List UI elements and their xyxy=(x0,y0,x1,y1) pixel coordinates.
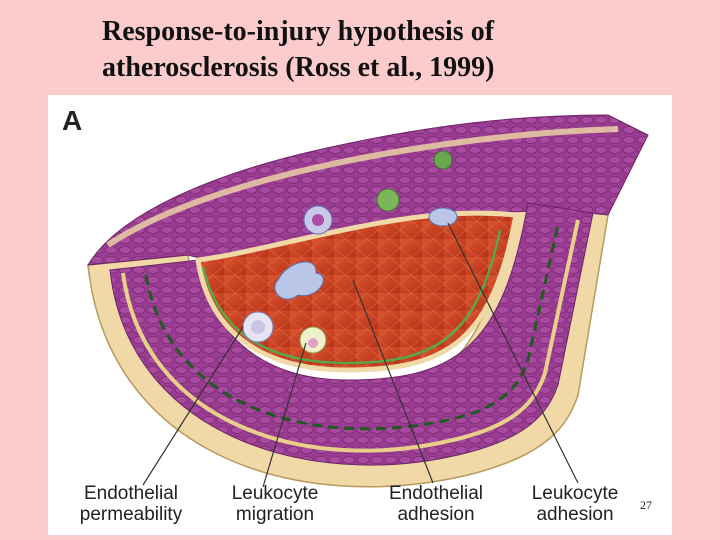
panel-letter: A xyxy=(62,105,83,136)
label-line: permeability xyxy=(79,504,183,525)
label-line: Endothelial xyxy=(83,483,179,504)
leukocyte-floating-2 xyxy=(376,188,400,212)
slide-title: Response-to-injury hypothesis of atheros… xyxy=(60,14,640,86)
media-layer xyxy=(109,202,594,466)
label-leukocyte-migration: Leukocyte migration xyxy=(210,483,340,525)
leukocyte-adhesion-cell xyxy=(428,207,458,227)
label-line: Leukocyte xyxy=(531,483,619,504)
label-line: Leukocyte xyxy=(231,483,319,504)
leukocyte-migration-cell xyxy=(242,311,274,343)
slide-title-line-1: Response-to-injury hypothesis of xyxy=(102,16,495,47)
label-line: Endothelial xyxy=(388,483,484,504)
pointer-endothelial-permeability xyxy=(142,326,244,486)
page-number: 27 xyxy=(640,498,652,512)
elastic-lamina xyxy=(144,224,560,431)
label-endothelial-adhesion: Endothelial adhesion xyxy=(366,483,506,525)
pointer-endothelial-adhesion xyxy=(352,279,434,484)
label-line: adhesion xyxy=(397,504,475,525)
slide-title-line-2: atherosclerosis (Ross et al., 1999) xyxy=(102,52,495,83)
artery-illustration: A Endothelial permeability Leukocyte mig… xyxy=(48,95,672,535)
pointer-leukocyte-migration xyxy=(262,342,307,488)
artery-drawing xyxy=(87,114,649,488)
leukocyte-floating-3 xyxy=(303,205,333,235)
label-leukocyte-adhesion: Leukocyte adhesion xyxy=(510,483,640,525)
monocyte-rolling xyxy=(274,261,324,300)
leukocyte-floating-1 xyxy=(433,150,453,170)
label-line: adhesion xyxy=(536,504,614,525)
endothelial-adhesion-cell xyxy=(299,326,327,354)
pointer-leukocyte-adhesion xyxy=(447,222,579,484)
label-endothelial-permeability: Endothelial permeability xyxy=(56,483,206,525)
label-line: migration xyxy=(235,504,315,525)
